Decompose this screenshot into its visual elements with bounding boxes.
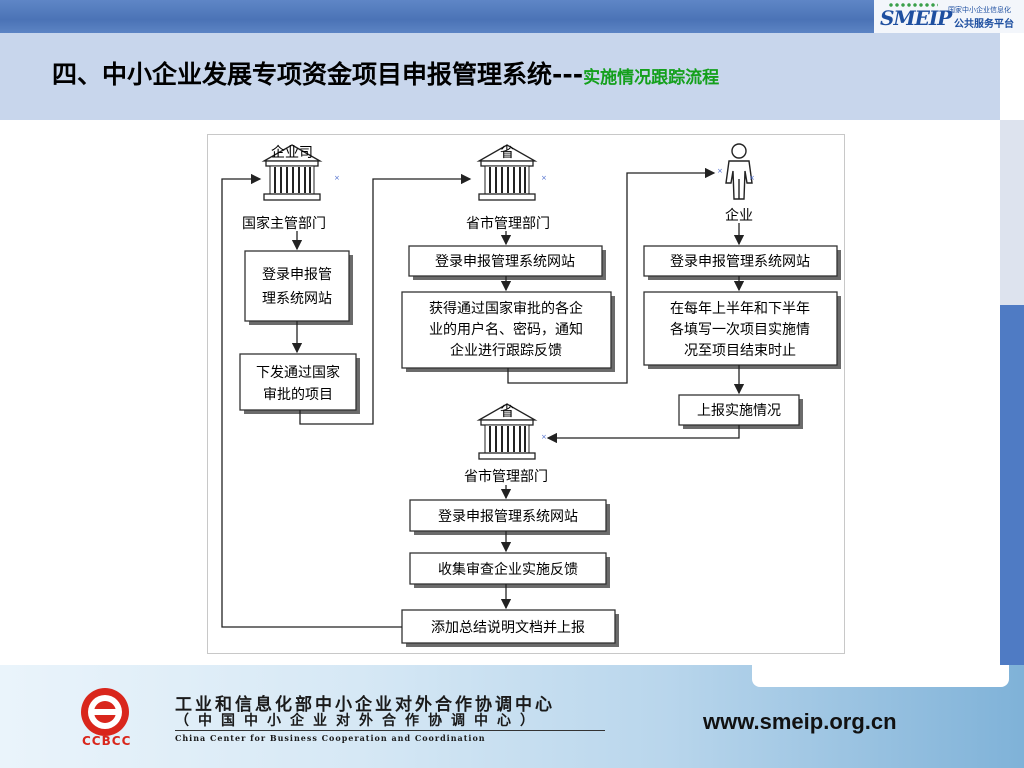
col3-box3-text: 上报实施情况 xyxy=(697,403,781,419)
col1-label: 国家主管部门 xyxy=(242,215,326,232)
col3-box1-text: 登录申报管理系统网站 xyxy=(670,254,810,270)
right-strip-accent xyxy=(1000,305,1024,665)
province-building-icon xyxy=(476,144,538,201)
col2-box-login xyxy=(408,245,603,277)
col2-label: 省市管理部门 xyxy=(466,215,550,232)
anchor-mark: × xyxy=(541,174,547,182)
ccbcc-abbr: CCBCC xyxy=(82,734,132,748)
org-divider xyxy=(175,730,605,731)
flowchart: 企业司 × 省 × × × 省 × 国家主管部门 省市管理部门 企业 xyxy=(207,134,845,654)
ministry-building-icon xyxy=(261,144,323,201)
col3-box-fill xyxy=(643,291,838,366)
org-name-en: China Center for Business Cooperation an… xyxy=(175,733,486,743)
bottom-box3-text: 添加总结说明文档并上报 xyxy=(431,620,585,636)
top-bar xyxy=(0,0,1024,33)
col2-box2-line3: 企业进行跟踪反馈 xyxy=(450,342,562,359)
title-main: 四、中小企业发展专项资金项目申报管理系统--- xyxy=(52,60,584,89)
smeip-logo: SMEIP 国家中小企业信息化 公共服务平台 xyxy=(874,0,1024,33)
bottom-label: 省市管理部门 xyxy=(464,468,548,485)
col1-box-issue xyxy=(239,353,357,411)
anchor-mark: × xyxy=(541,433,547,441)
col2-box1-text: 登录申报管理系统网站 xyxy=(435,254,575,270)
col1-box1-line2: 理系统网站 xyxy=(262,291,332,307)
org-name-cn: 工业和信息化部中小企业对外合作协调中心 xyxy=(175,695,555,715)
anchor-mark: × xyxy=(749,174,755,182)
title-sub: 实施情况跟踪流程 xyxy=(583,68,720,88)
bottom-box2-text: 收集审查企业实施反馈 xyxy=(438,561,578,578)
logo-dots-icon xyxy=(888,2,938,8)
footer-white-tab xyxy=(752,665,1009,687)
logo-brand: SMEIP xyxy=(880,6,952,30)
col2-box2-line2: 业的用户名、密码，通知 xyxy=(429,321,583,338)
col1-box2-line1: 下发通过国家 xyxy=(256,364,340,381)
flow-connectors xyxy=(221,167,745,628)
province-building-icon-bottom xyxy=(476,403,538,460)
anchor-mark: × xyxy=(717,167,723,175)
anchor-mark: × xyxy=(334,174,340,182)
actor-province-label-bottom: 省 xyxy=(500,404,514,420)
org-name-cn-alt: （中国中小企业对外合作协调中心） xyxy=(175,713,543,729)
col1-box2-line2: 审批的项目 xyxy=(263,387,333,403)
actor-province-label: 省 xyxy=(500,145,514,161)
bottom-box-collect xyxy=(409,552,607,585)
logo-line1: 国家中小企业信息化 xyxy=(948,6,1011,14)
enterprise-person-icon xyxy=(725,143,753,200)
col1-box1-line1: 登录申报管 xyxy=(262,267,332,283)
col1-box-login xyxy=(244,250,350,322)
logo-line2: 公共服务平台 xyxy=(954,19,1014,30)
col2-box-credentials xyxy=(401,291,612,369)
website-url[interactable]: www.smeip.org.cn xyxy=(703,709,897,734)
col3-box-login xyxy=(643,245,838,277)
bottom-box-login xyxy=(409,499,607,532)
col2-box2-line1: 获得通过国家审批的各企 xyxy=(429,300,583,317)
col3-box2-line2: 各填写一次项目实施情 xyxy=(670,322,810,338)
slide-title: 四、中小企业发展专项资金项目申报管理系统---实施情况跟踪流程 xyxy=(52,55,719,91)
col3-box2-line3: 况至项目结束时止 xyxy=(684,343,796,359)
bottom-box-summary xyxy=(401,609,616,644)
col3-label: 企业 xyxy=(725,207,753,224)
title-band xyxy=(0,33,1000,120)
actor-ministry-label: 企业司 xyxy=(271,144,313,161)
bottom-box1-text: 登录申报管理系统网站 xyxy=(438,509,578,525)
col3-box2-line1: 在每年上半年和下半年 xyxy=(670,301,810,317)
